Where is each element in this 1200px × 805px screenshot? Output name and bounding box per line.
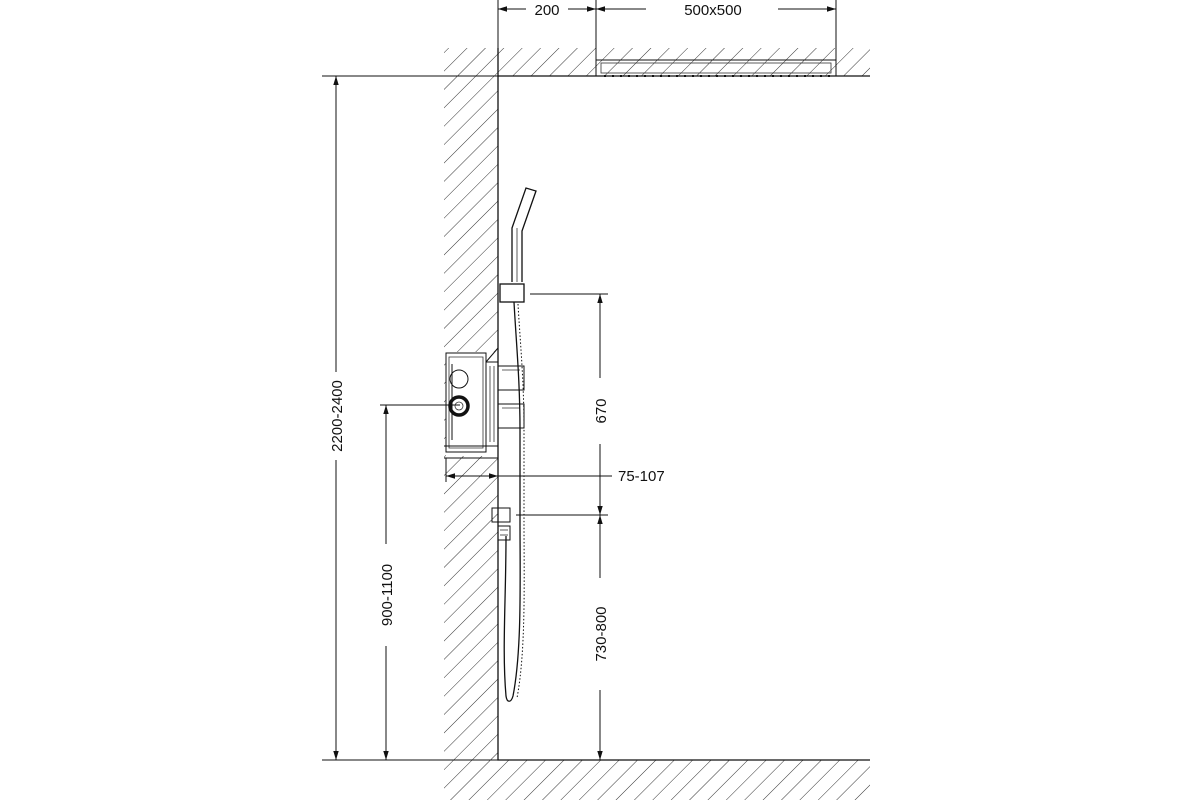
- mixer-valve-bottom: [448, 395, 470, 417]
- dim-offset-top: 200: [534, 2, 559, 19]
- mixer-valve-top: [449, 369, 469, 389]
- dim-total-height: 2200-2400: [329, 380, 346, 452]
- rain-shower-head: [595, 59, 837, 77]
- dim-total-height-line: [322, 75, 498, 761]
- hand-shower: [511, 187, 537, 282]
- dim-rail-length: 670: [593, 398, 610, 423]
- dim-mixer-height: 900-1100: [379, 564, 396, 626]
- dim-wall-depth: 75-107: [618, 468, 665, 485]
- floor-section: [444, 760, 870, 800]
- top-dimensions: [497, 0, 837, 60]
- ceiling-section: [498, 48, 870, 76]
- dim-outlet-height: 730-800: [593, 606, 610, 661]
- dim-wall-depth-line: [445, 458, 612, 482]
- room-outline: [497, 48, 870, 761]
- mixer-recess: [446, 352, 498, 456]
- slide-rail-holder: [499, 283, 525, 303]
- shower-hose: [503, 301, 525, 702]
- dim-rail-line: [516, 293, 608, 516]
- dim-mixer-height-line: [380, 404, 460, 760]
- control-knob-upper: [497, 365, 525, 391]
- dim-head-size: 500x500: [684, 2, 742, 19]
- wall-outlet: [491, 507, 511, 541]
